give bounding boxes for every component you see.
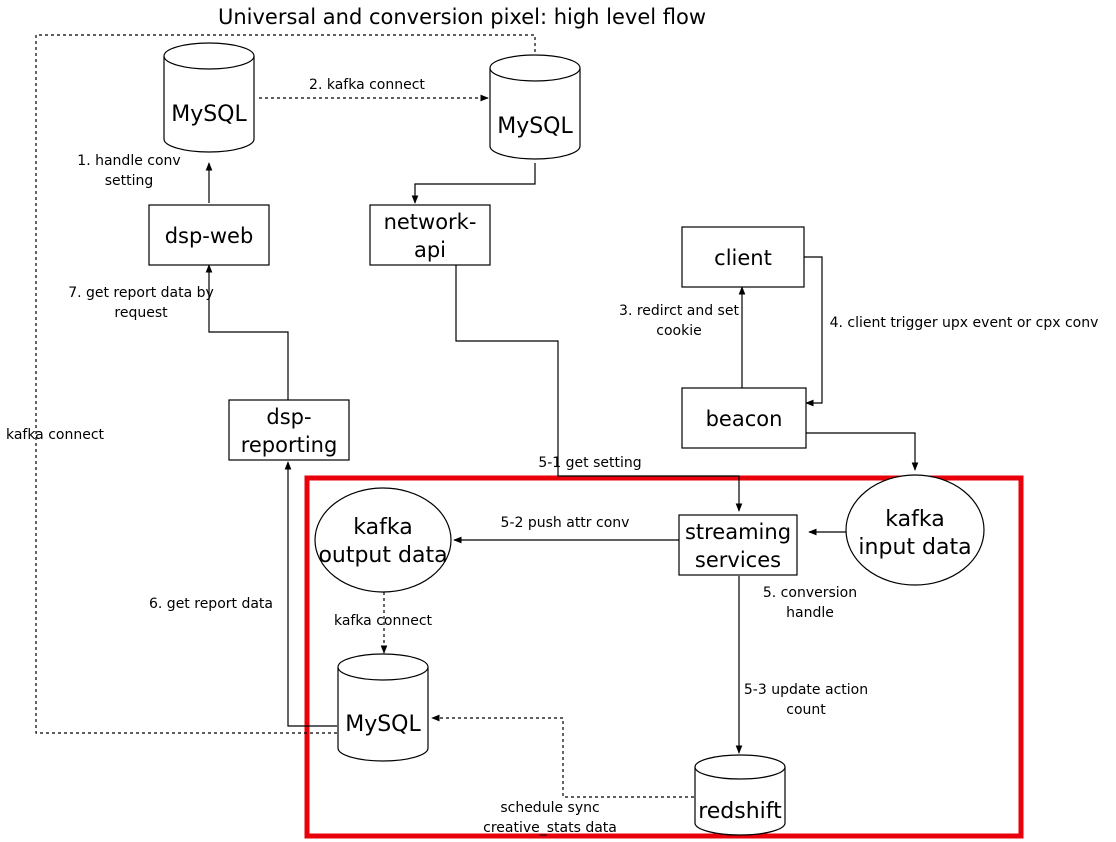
redshift-db: redshift bbox=[694, 754, 786, 836]
label-schedule-sync-line2: creative_stats data bbox=[483, 820, 617, 836]
label-conversion-handle-line2: handle bbox=[786, 605, 834, 621]
client-node: client bbox=[681, 226, 805, 288]
streaming-region-highlight bbox=[304, 475, 1024, 839]
label-get-report-data: 6. get report data bbox=[149, 596, 273, 612]
dsp-reporting-node: dsp- reporting bbox=[228, 399, 350, 461]
label-schedule-sync-line1: schedule sync bbox=[500, 800, 599, 816]
label-update-action-line2: count bbox=[786, 702, 826, 718]
mysql-db-top-right: MySQL bbox=[489, 54, 581, 160]
edge-beacon-kafka bbox=[806, 432, 919, 471]
label-get-report-request-line2: request bbox=[114, 305, 168, 321]
beacon-node: beacon bbox=[681, 387, 807, 449]
mysql-db-top-left: MySQL bbox=[163, 42, 255, 153]
label-kafka-connect-mid: kafka connect bbox=[334, 613, 433, 629]
kafka-output-node: kafka output data bbox=[314, 487, 452, 593]
edge-schedule-sync bbox=[431, 714, 694, 798]
streaming-label-line2: services bbox=[695, 548, 781, 572]
label-kafka-connect-left: kafka connect bbox=[6, 427, 105, 443]
dsp-web-label: dsp-web bbox=[165, 224, 254, 248]
label-client-trigger: 4. client trigger upx event or cpx conv bbox=[830, 315, 1099, 331]
label-handle-conv-line1: 1. handle conv bbox=[77, 153, 180, 169]
kafka-input-label-line2: input data bbox=[858, 535, 971, 560]
edge-network-api bbox=[411, 163, 536, 204]
label-get-setting: 5-1 get setting bbox=[538, 455, 641, 471]
kafka-output-label-line2: output data bbox=[318, 543, 447, 568]
network-api-node: network- api bbox=[369, 204, 491, 266]
network-api-label-line2: api bbox=[414, 238, 446, 262]
kafka-output-label-line1: kafka bbox=[353, 515, 412, 540]
label-push-attr: 5-2 push attr conv bbox=[501, 515, 630, 531]
streaming-label-line1: streaming bbox=[685, 520, 791, 544]
client-label: client bbox=[714, 246, 772, 270]
edge-get-setting bbox=[455, 265, 743, 512]
mysql-top-right-label: MySQL bbox=[497, 114, 573, 139]
diagram-title: Universal and conversion pixel: high lev… bbox=[218, 5, 706, 29]
kafka-input-label-line1: kafka bbox=[885, 507, 944, 532]
edge-kafka-connect-loop bbox=[35, 34, 536, 734]
beacon-label: beacon bbox=[706, 407, 783, 431]
mysql-bottom-label: MySQL bbox=[345, 712, 421, 737]
label-handle-conv-line2: setting bbox=[105, 173, 154, 189]
mysql-db-bottom: MySQL bbox=[337, 653, 429, 762]
network-api-label-line1: network- bbox=[384, 210, 477, 234]
label-kafka-connect-top: 2. kafka connect bbox=[309, 77, 425, 93]
streaming-services-node: streaming services bbox=[678, 514, 798, 576]
dsp-reporting-label-line1: dsp- bbox=[266, 405, 311, 429]
dsp-web-node: dsp-web bbox=[148, 204, 270, 266]
label-redirect-cookie-line2: cookie bbox=[656, 323, 701, 339]
edge-get-report-by-request bbox=[205, 264, 289, 400]
redshift-label: redshift bbox=[698, 799, 782, 824]
mysql-top-left-label: MySQL bbox=[171, 102, 247, 127]
label-redirect-cookie-line1: 3. redirct and set bbox=[619, 303, 739, 319]
label-conversion-handle-line1: 5. conversion bbox=[763, 585, 857, 601]
edge-get-report-data bbox=[284, 461, 337, 727]
dsp-reporting-label-line2: reporting bbox=[241, 433, 338, 457]
label-update-action-line1: 5-3 update action bbox=[744, 682, 868, 698]
kafka-input-node: kafka input data bbox=[845, 474, 985, 586]
label-get-report-request-line1: 7. get report data by bbox=[68, 285, 214, 301]
edge-client-trigger bbox=[804, 256, 823, 407]
